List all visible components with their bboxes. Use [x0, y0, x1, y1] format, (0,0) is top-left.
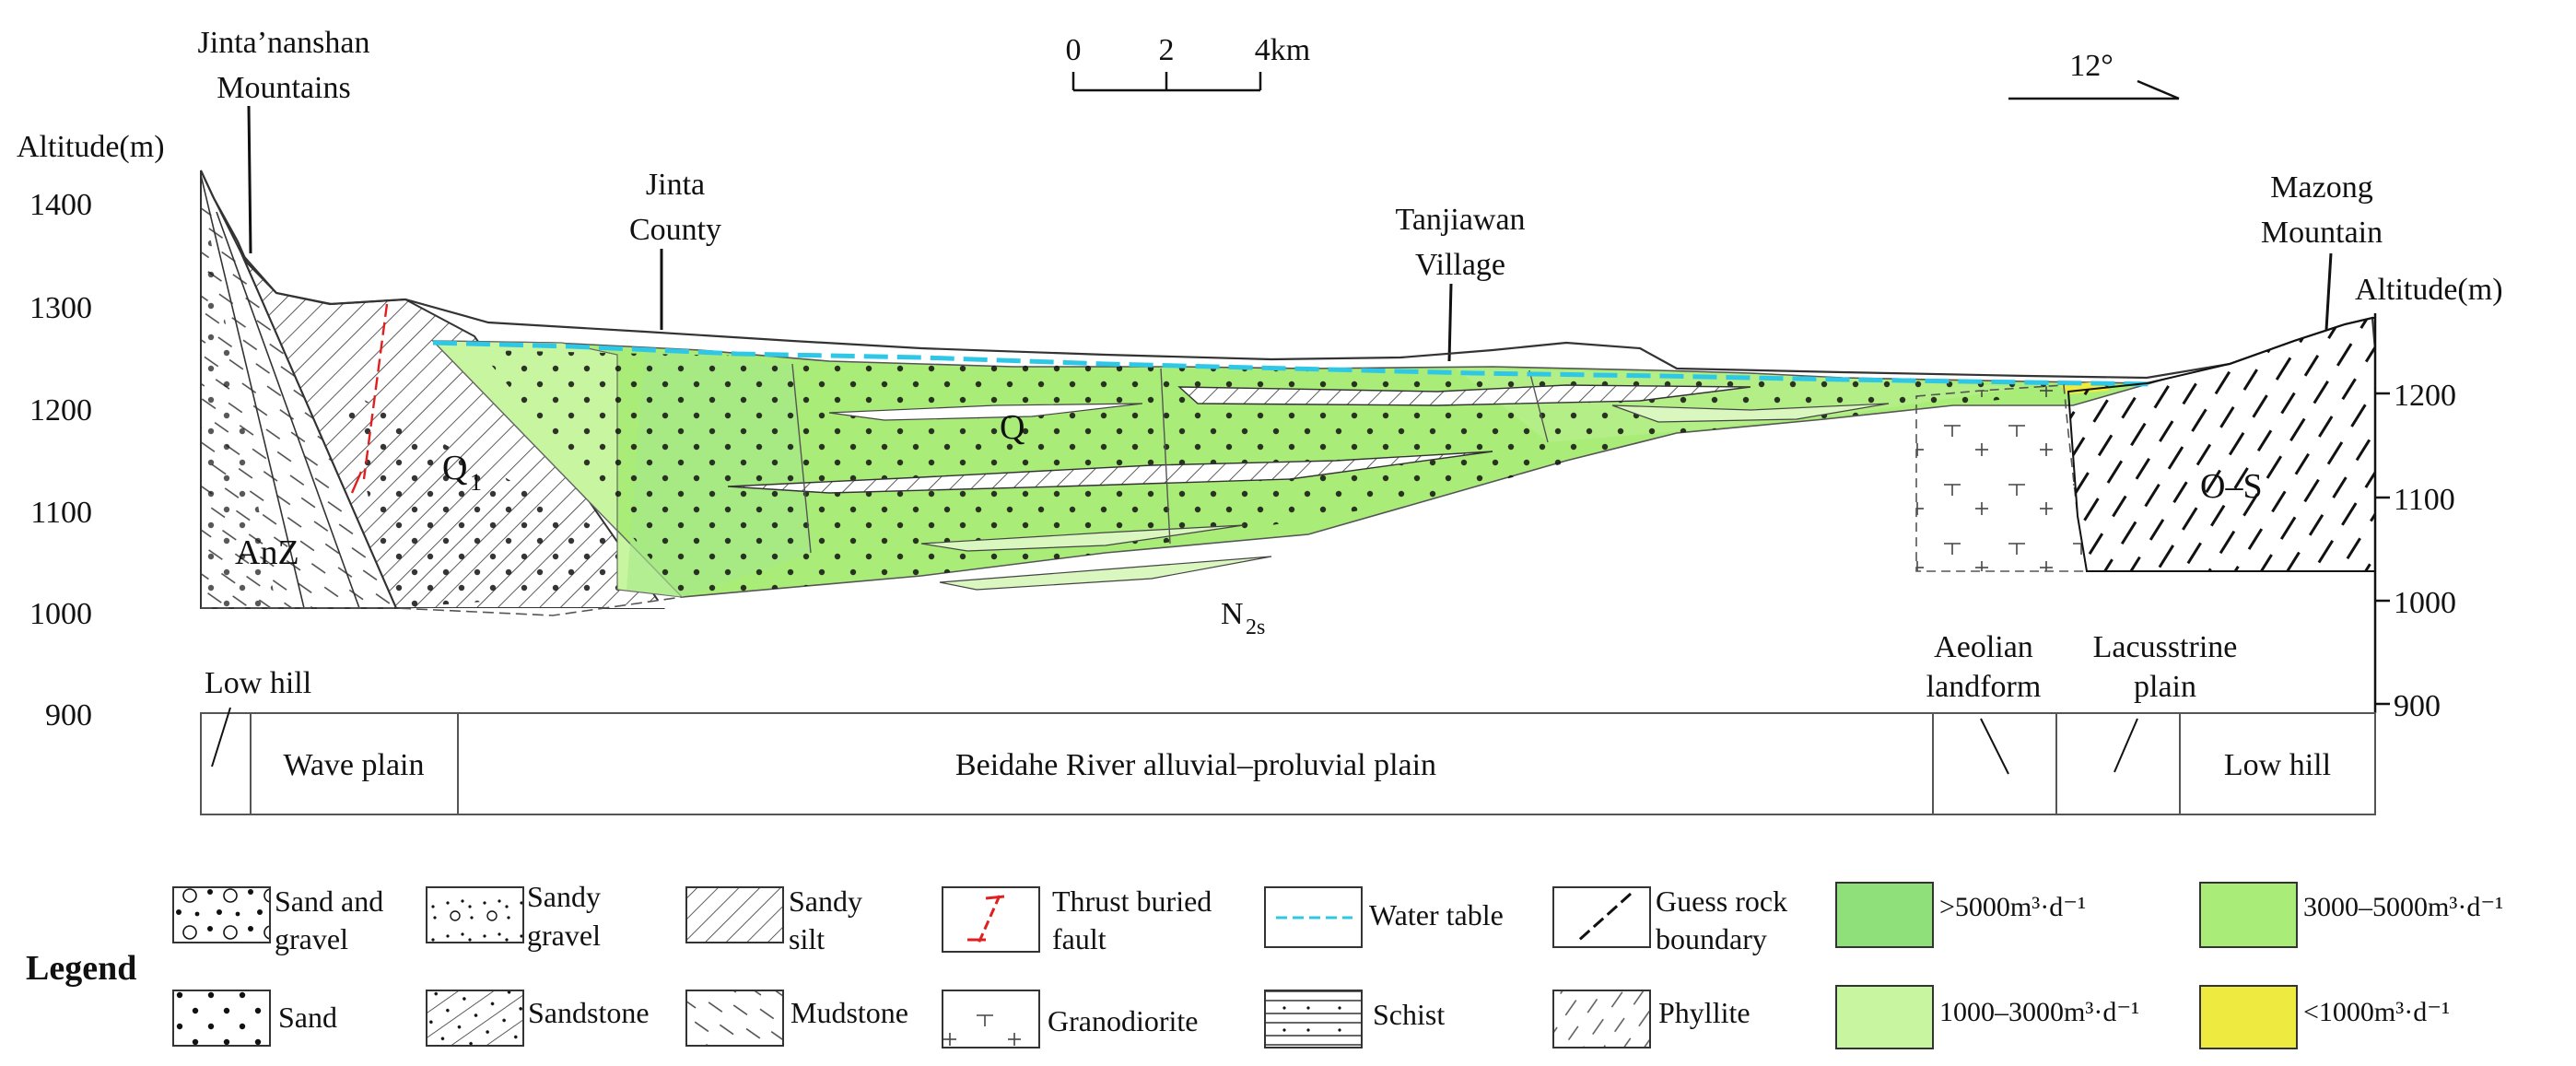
landform-lacustrine-line2: plain [2134, 670, 2196, 704]
svg-text:Sandy: Sandy [789, 884, 862, 918]
svg-text:Thrust buried: Thrust buried [1052, 884, 1212, 918]
svg-text:<1000m³·d⁻¹: <1000m³·d⁻¹ [2303, 997, 2450, 1027]
axis-left-tick: 1300 [29, 291, 92, 325]
svg-text:Mudstone: Mudstone [790, 996, 908, 1029]
legend-item-sandy-silt: Sandy silt [685, 884, 862, 955]
unit-label-q1: Q [442, 449, 467, 487]
legend-item-yield-gt5000: >5000m³·d⁻¹ [1835, 882, 2086, 948]
legend-item-guess-boundary: Guess rock boundary [1552, 884, 1787, 955]
axis-left-tick: 1100 [30, 496, 92, 530]
svg-text:Water table: Water table [1369, 898, 1504, 931]
axis-right-tick: 900 [2394, 689, 2441, 723]
unit-label-q1-sub: 1 [470, 469, 482, 496]
legend-item-water-table: Water table [1264, 886, 1504, 948]
legend-item-mudstone: Mudstone [685, 990, 908, 1047]
axis-right: 1200 1100 1000 900 [2373, 313, 2456, 723]
svg-text:Guess rock: Guess rock [1656, 884, 1787, 918]
legend-item-thrust-fault: Thrust buried fault [942, 884, 1212, 955]
landform-wave-plain: Wave plain [283, 748, 424, 782]
landform-beidahe-plain: Beidahe River alluvial–proluvial plain [955, 748, 1436, 782]
label-jinta-line2: County [629, 213, 721, 247]
svg-text:Phyllite: Phyllite [1658, 996, 1751, 1029]
legend-item-schist: Schist [1264, 990, 1445, 1048]
axis-left-tick: 1000 [29, 597, 92, 631]
legend-item-granodiorite: Granodiorite [942, 990, 1199, 1048]
svg-text:gravel: gravel [275, 922, 348, 955]
legend-item-sandy-gravel: Sandy gravel [426, 880, 601, 952]
landform-aeolian-line2: landform [1926, 670, 2042, 704]
unit-label-n2s-sub: 2s [1246, 615, 1265, 639]
landform-low-hill-right: Low hill [2224, 748, 2331, 782]
legend-item-sand-gravel: Sand and gravel [172, 884, 383, 955]
landform-aeolian-line1: Aeolian [1934, 630, 2033, 664]
svg-text:gravel: gravel [527, 919, 601, 952]
legend-item-yield-lt1000: <1000m³·d⁻¹ [2199, 985, 2450, 1049]
orientation-indicator: 12° [2008, 49, 2180, 100]
scale-bar: 0 2 4km [1066, 33, 1310, 92]
label-mazong-line2: Mountain [2261, 216, 2383, 250]
svg-text:boundary: boundary [1656, 922, 1767, 955]
scale-tick-2: 2 [1159, 33, 1175, 67]
label-jintanan-line1: Jinta’nanshan [198, 26, 370, 60]
label-mazong-line1: Mazong [2270, 170, 2372, 205]
label-tanjiawan-line1: Tanjiawan [1395, 203, 1525, 237]
unit-label-q: Q [1000, 408, 1025, 447]
legend: Legend Sand and gravel Sandy gravel Sand… [26, 880, 2503, 1049]
unit-label-anz: AnZ [235, 533, 299, 572]
landform-lacustrine-line1: Lacusstrine [2093, 630, 2238, 664]
landform-band: Low hill Wave plain Beidahe River alluvi… [200, 630, 2376, 815]
landform-low-hill-left: Low hill [205, 666, 311, 700]
axis-right-tick: 1000 [2394, 586, 2456, 620]
scale-tick-0: 0 [1066, 33, 1082, 67]
orientation-label: 12° [2069, 49, 2113, 83]
cross-section-body: Q 1 Q AnZ O–S N 2s [200, 170, 2377, 639]
label-tanjiawan-line2: Village [1415, 248, 1505, 282]
axis-right-tick: 1200 [2394, 379, 2456, 413]
legend-title: Legend [26, 949, 136, 988]
svg-text:Sandstone: Sandstone [528, 996, 650, 1029]
legend-item-sandstone: Sandstone [426, 990, 650, 1047]
legend-item-sand: Sand [172, 990, 337, 1047]
unit-label-n2s: N [1221, 597, 1244, 631]
svg-text:>5000m³·d⁻¹: >5000m³·d⁻¹ [1939, 892, 2086, 922]
scale-tick-4km: 4km [1255, 33, 1310, 67]
label-altitude-left: Altitude(m) [17, 130, 165, 164]
svg-text:fault: fault [1052, 922, 1107, 955]
label-jintanan-line2: Mountains [217, 71, 350, 105]
svg-text:Schist: Schist [1373, 998, 1445, 1031]
legend-item-phyllite: Phyllite [1552, 990, 1751, 1048]
axis-left-tick: 900 [45, 698, 92, 732]
axis-right-tick: 1100 [2394, 483, 2455, 517]
svg-text:Sand and: Sand and [275, 884, 383, 918]
svg-text:3000–5000m³·d⁻¹: 3000–5000m³·d⁻¹ [2303, 892, 2503, 922]
svg-text:Sandy: Sandy [527, 880, 601, 913]
legend-item-yield-1000-3000: 1000–3000m³·d⁻¹ [1835, 985, 2139, 1049]
svg-text:Sand: Sand [278, 1001, 337, 1034]
legend-item-yield-3000-5000: 3000–5000m³·d⁻¹ [2199, 882, 2503, 948]
axis-left: 1400 1300 1200 1100 1000 900 [29, 188, 92, 732]
svg-text:1000–3000m³·d⁻¹: 1000–3000m³·d⁻¹ [1939, 997, 2139, 1027]
svg-text:Granodiorite: Granodiorite [1048, 1004, 1199, 1037]
label-altitude-right: Altitude(m) [2355, 273, 2503, 307]
place-labels: Jinta’nanshan Mountains Altitude(m) Alti… [17, 26, 2503, 362]
unit-label-os: O–S [2200, 467, 2263, 506]
label-jinta-line1: Jinta [646, 168, 705, 202]
svg-text:silt: silt [789, 922, 825, 955]
axis-left-tick: 1400 [29, 188, 92, 222]
axis-left-tick: 1200 [29, 393, 92, 428]
